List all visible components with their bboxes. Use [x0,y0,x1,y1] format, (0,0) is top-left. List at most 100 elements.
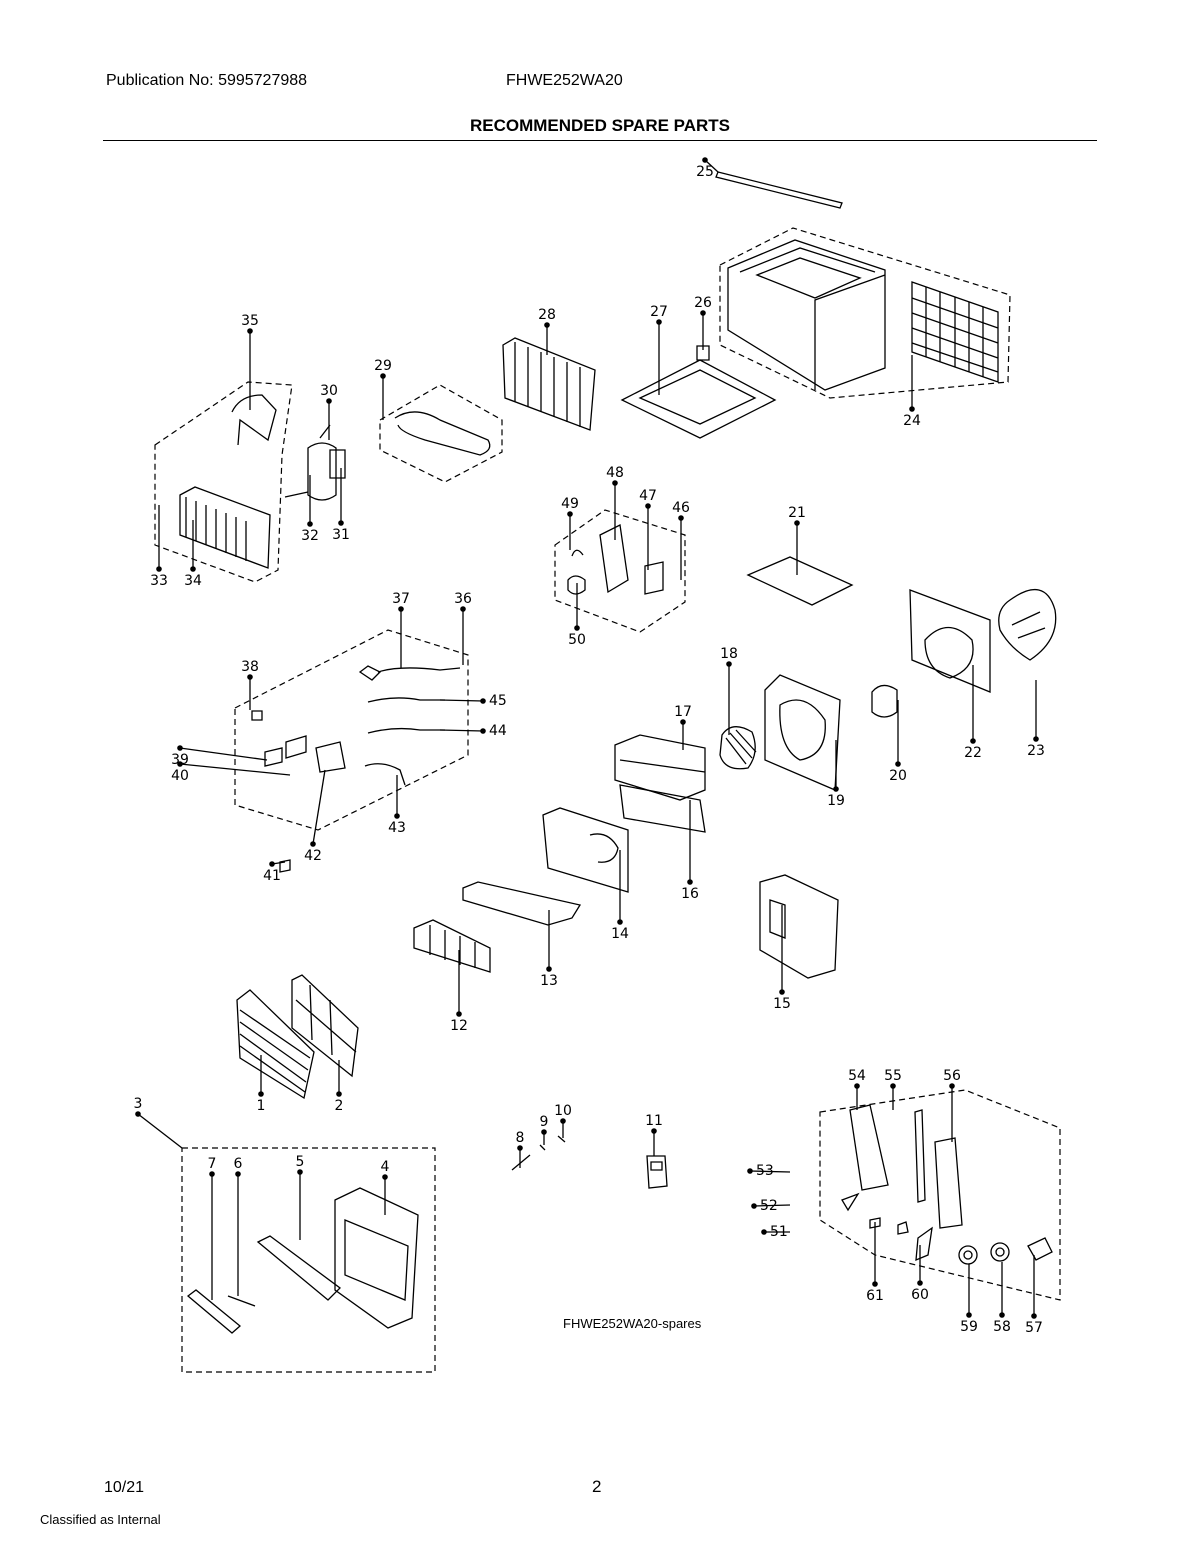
callout-dot-23 [1033,736,1039,742]
callout-dot-57 [1031,1313,1037,1319]
callout-25: 25 [696,164,714,180]
callout-17: 17 [674,704,692,720]
callout-leader-44 [439,729,484,732]
callout-dot-40 [177,761,183,767]
callout-dot-32 [307,521,313,527]
callout-dot-25 [702,157,708,163]
callout-dot-30 [326,398,332,404]
callout-27: 27 [650,304,668,320]
footer-date: 10/21 [104,1479,145,1496]
callout-56: 56 [943,1068,961,1084]
model-number: FHWE252WA20 [506,72,623,89]
callout-15: 15 [773,996,791,1012]
callout-6: 6 [234,1156,243,1172]
callout-48: 48 [606,465,624,481]
part-drawings [154,171,1061,1373]
callout-dot-18 [726,661,732,667]
callout-47: 47 [639,488,657,504]
callout-dot-22 [970,738,976,744]
callout-43: 43 [388,820,406,836]
page-title: RECOMMENDED SPARE PARTS [469,116,731,135]
callout-10: 10 [554,1103,572,1119]
callout-44: 44 [489,723,507,739]
callout-19: 19 [827,793,845,809]
diagram-caption: FHWE252WA20-spares [563,1316,702,1331]
callout-dot-42 [310,841,316,847]
callout-dot-3 [135,1111,141,1117]
callout-40: 40 [171,768,189,784]
callout-28: 28 [538,307,556,323]
callout-18: 18 [720,646,738,662]
callout-26: 26 [694,295,712,311]
callout-42: 42 [304,848,322,864]
callout-dot-14 [617,919,623,925]
callout-dot-6 [235,1171,241,1177]
callout-dot-55 [890,1083,896,1089]
callout-dot-27 [656,319,662,325]
callout-dot-45 [480,698,486,704]
callout-33: 33 [150,573,168,589]
publication-number: Publication No: 5995727988 [106,72,308,89]
callout-dot-34 [190,566,196,572]
callout-dot-51 [761,1229,767,1235]
callout-59: 59 [960,1319,978,1335]
callout-leader-40 [179,763,291,776]
callout-dot-36 [460,606,466,612]
callout-leader-42 [312,769,326,845]
callout-dot-44 [480,728,486,734]
callout-dot-15 [779,989,785,995]
callout-dot-24 [909,406,915,412]
callout-dot-58 [999,1312,1005,1318]
callout-20: 20 [889,768,907,784]
callout-leader-39 [179,747,268,761]
classification-label: Classified as Internal [40,1512,161,1527]
callout-13: 13 [540,973,558,989]
callout-dot-7 [209,1171,215,1177]
callout-leaders [135,157,1039,1319]
callout-dot-2 [336,1091,342,1097]
callout-3: 3 [134,1096,143,1112]
callout-leader-25 [704,159,719,173]
callout-leader-3 [137,1113,183,1149]
callout-dot-17 [680,719,686,725]
callout-29: 29 [374,358,392,374]
callout-16: 16 [681,886,699,902]
callout-dot-54 [854,1083,860,1089]
callout-dot-26 [700,310,706,316]
callout-38: 38 [241,659,259,675]
callout-dot-19 [833,786,839,792]
callout-dot-12 [456,1011,462,1017]
callout-30: 30 [320,383,338,399]
callout-dot-33 [156,566,162,572]
callout-dot-47 [645,503,651,509]
callout-9: 9 [540,1114,549,1130]
callout-dot-39 [177,745,183,751]
callout-dot-60 [917,1280,923,1286]
callout-dot-61 [872,1281,878,1287]
callout-8: 8 [516,1130,525,1146]
callout-50: 50 [568,632,586,648]
callout-57: 57 [1025,1320,1043,1336]
callout-dot-38 [247,674,253,680]
callout-dot-9 [541,1129,547,1135]
callout-dot-11 [651,1128,657,1134]
callout-34: 34 [184,573,202,589]
callout-dot-49 [567,511,573,517]
callout-36: 36 [454,591,472,607]
callout-leader-53 [749,1170,791,1173]
callout-5: 5 [296,1154,305,1170]
callout-41: 41 [263,868,281,884]
callout-54: 54 [848,1068,866,1084]
callout-35: 35 [241,313,259,329]
callout-37: 37 [392,591,410,607]
callout-dot-21 [794,520,800,526]
callout-dot-16 [687,879,693,885]
callout-dot-48 [612,480,618,486]
callout-24: 24 [903,413,921,429]
callout-dot-20 [895,761,901,767]
callout-45: 45 [489,693,507,709]
callout-dot-43 [394,813,400,819]
callout-23: 23 [1027,743,1045,759]
